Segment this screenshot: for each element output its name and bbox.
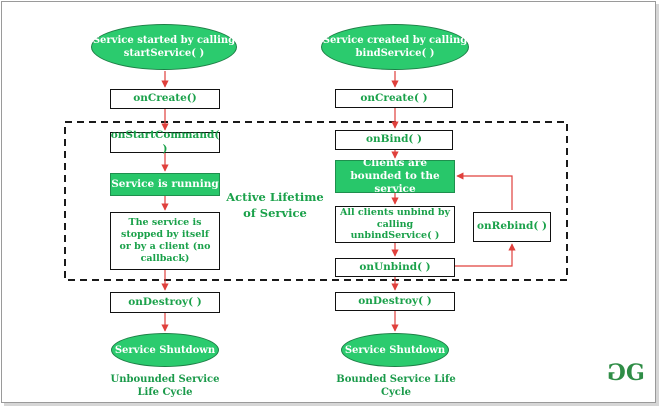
- right-onunbind-box: onUnbind( ): [335, 258, 455, 277]
- right-shutdown-node: Service Shutdown: [341, 333, 449, 367]
- arrow-onunbind-to-rebind: [455, 243, 516, 267]
- right-oncreate-box: onCreate( ): [335, 89, 453, 108]
- right-onrebind-text: onRebind( ): [477, 220, 547, 233]
- left-ondestroy-text: onDestroy( ): [128, 295, 202, 308]
- left-shutdown-node: Service Shutdown: [111, 333, 219, 367]
- right-clients-bound-text: Clients are bounded to the service: [350, 156, 440, 196]
- active-lifetime-label-text: Active Lifetime of Service: [226, 190, 324, 220]
- left-stopped-box: The service is stopped by itself or by a…: [110, 212, 220, 270]
- left-oncreate-text: onCreate(): [133, 92, 197, 105]
- right-clients-unbind-box: All clients unbind by calling unbindServ…: [335, 206, 455, 243]
- right-caption-text: Bounded Service Life Cycle: [336, 374, 456, 398]
- right-onbind-text: onBind( ): [365, 133, 423, 146]
- right-start-node: Service created by calling bindService( …: [321, 24, 469, 70]
- left-onstartcommand-box: onStartCommand( ): [110, 129, 220, 155]
- left-start-node: Service started by calling startService(…: [91, 24, 237, 70]
- right-start-node-text: Service created by calling bindService( …: [322, 35, 468, 59]
- right-onbind-box: onBind( ): [335, 130, 453, 150]
- left-onstartcommand-text: onStartCommand( ): [110, 129, 220, 155]
- left-caption-text: Unbounded Service Life Cycle: [110, 374, 220, 398]
- right-ondestroy-text: onDestroy( ): [358, 294, 432, 307]
- left-ondestroy-box: onDestroy( ): [110, 292, 220, 313]
- active-lifetime-label: Active Lifetime of Service: [222, 190, 328, 221]
- active-lifetime-region: [64, 121, 568, 281]
- left-running-text: Service is running: [111, 177, 219, 190]
- right-clients-unbind-text: All clients unbind by calling unbindServ…: [340, 206, 450, 242]
- left-start-node-text: Service started by calling startService(…: [92, 35, 236, 59]
- left-caption: Unbounded Service Life Cycle: [105, 373, 225, 399]
- left-oncreate-box: onCreate(): [110, 89, 220, 109]
- right-oncreate-text: onCreate( ): [360, 91, 428, 104]
- left-running-box: Service is running: [110, 173, 220, 196]
- right-onrebind-box: onRebind( ): [473, 212, 551, 242]
- right-caption: Bounded Service Life Cycle: [336, 373, 456, 399]
- left-stopped-text: The service is stopped by itself or by a…: [119, 217, 211, 264]
- arrow-rebind-to-clients: [456, 172, 513, 210]
- right-onunbind-text: onUnbind( ): [359, 260, 431, 273]
- left-shutdown-text: Service Shutdown: [114, 344, 216, 356]
- right-ondestroy-box: onDestroy( ): [335, 292, 455, 311]
- right-shutdown-text: Service Shutdown: [344, 344, 446, 356]
- right-clients-bound-box: Clients are bounded to the service: [335, 156, 455, 196]
